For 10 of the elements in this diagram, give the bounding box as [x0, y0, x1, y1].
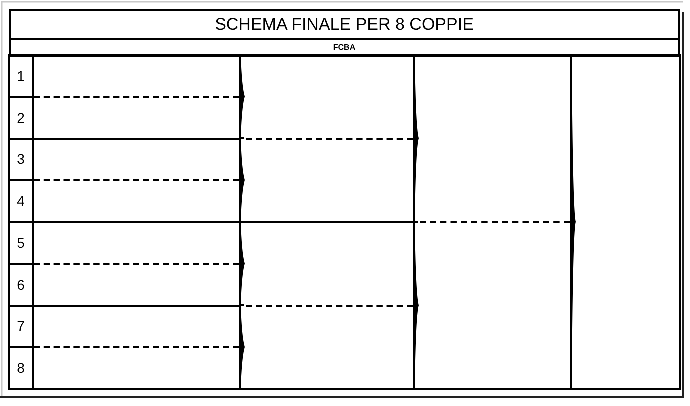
row-number: 2	[17, 110, 25, 126]
row-number: 8	[17, 360, 25, 376]
subtitle-text: FCBA	[333, 43, 356, 52]
row-number: 1	[17, 68, 25, 84]
row-number: 4	[17, 193, 25, 210]
row-number: 5	[17, 234, 25, 251]
row-number: 7	[17, 318, 25, 334]
row-number: 6	[17, 276, 25, 293]
row-number: 3	[17, 151, 25, 168]
title-text: SCHEMA FINALE PER 8 COPPIE	[215, 14, 474, 34]
